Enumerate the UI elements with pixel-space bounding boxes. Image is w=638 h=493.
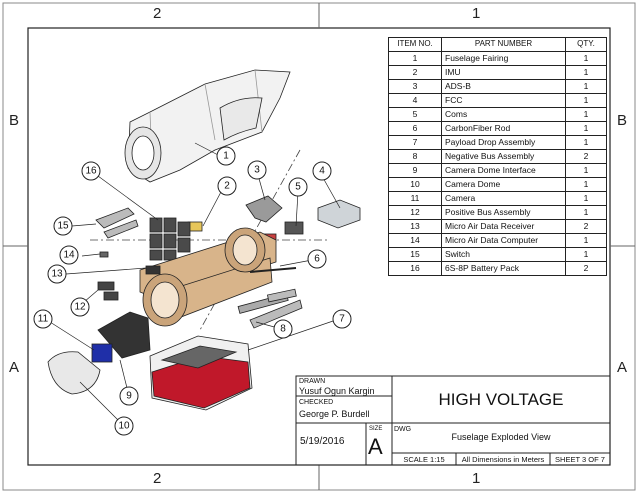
zone-left-b: B [9,112,20,129]
callout-16: 16 [81,161,101,181]
drawn-by: Yusuf Ogun Kargin [299,386,375,396]
callout-14: 14 [59,245,79,265]
callout-6: 6 [307,249,327,269]
svg-text:14: 14 [63,250,75,261]
zone-right-b: B [617,112,628,129]
callout-2: 2 [217,176,237,196]
dwg-label: DWG [394,426,412,433]
svg-text:10: 10 [118,421,130,432]
main-frame [139,227,277,327]
zone-bottom-1: 1 [472,470,481,487]
callout-12: 12 [70,297,90,317]
battery-pack-part [149,335,253,411]
bom-qty: 2 [565,261,607,276]
svg-text:2: 2 [224,181,230,192]
scale: SCALE 1:15 [403,455,445,464]
callout-3: 3 [247,160,267,180]
svg-text:15: 15 [57,221,69,232]
svg-text:5: 5 [295,182,301,193]
zone-left-a: A [9,359,20,376]
callout-15: 15 [53,216,73,236]
zone-right-a: A [617,359,628,376]
svg-text:11: 11 [38,314,49,325]
sheet-size: A [368,434,383,459]
svg-text:8: 8 [280,324,286,335]
size-label: SIZE [369,426,383,432]
zone-bottom-2: 2 [153,470,162,487]
callout-9: 9 [119,386,139,406]
zone-top-2: 2 [153,5,162,22]
svg-text:4: 4 [319,166,325,177]
drawing-date: 5/19/2016 [300,436,345,447]
callout-8: 8 [273,319,293,339]
units-note: All Dimensions in Meters [461,455,545,464]
svg-text:1: 1 [223,151,229,162]
callout-4: 4 [312,161,332,181]
drawing-name: Fuselage Exploded View [451,432,551,442]
checked-label: CHECKED [299,399,334,406]
fuselage-fairing-part [124,69,291,183]
callout-13: 13 [47,264,67,284]
callout-10: 10 [114,416,134,436]
svg-text:3: 3 [254,165,260,176]
svg-text:13: 13 [51,269,63,280]
svg-text:7: 7 [339,314,345,325]
drawn-label: DRAWN [299,378,326,385]
drawing-title: HIGH VOLTAGE [438,390,564,409]
callout-5: 5 [288,177,308,197]
checked-by: George P. Burdell [299,409,370,419]
sheet-number: SHEET 3 OF 7 [555,455,605,464]
callout-7: 7 [332,309,352,329]
zone-top-1: 1 [472,5,481,22]
svg-text:9: 9 [126,391,132,402]
svg-text:12: 12 [74,302,86,313]
callout-1: 1 [216,146,236,166]
svg-text:6: 6 [314,254,320,265]
bom-qty: 1 [565,93,607,108]
callout-11: 11 [33,309,53,329]
svg-text:16: 16 [85,166,97,177]
exploded-view [47,69,361,423]
